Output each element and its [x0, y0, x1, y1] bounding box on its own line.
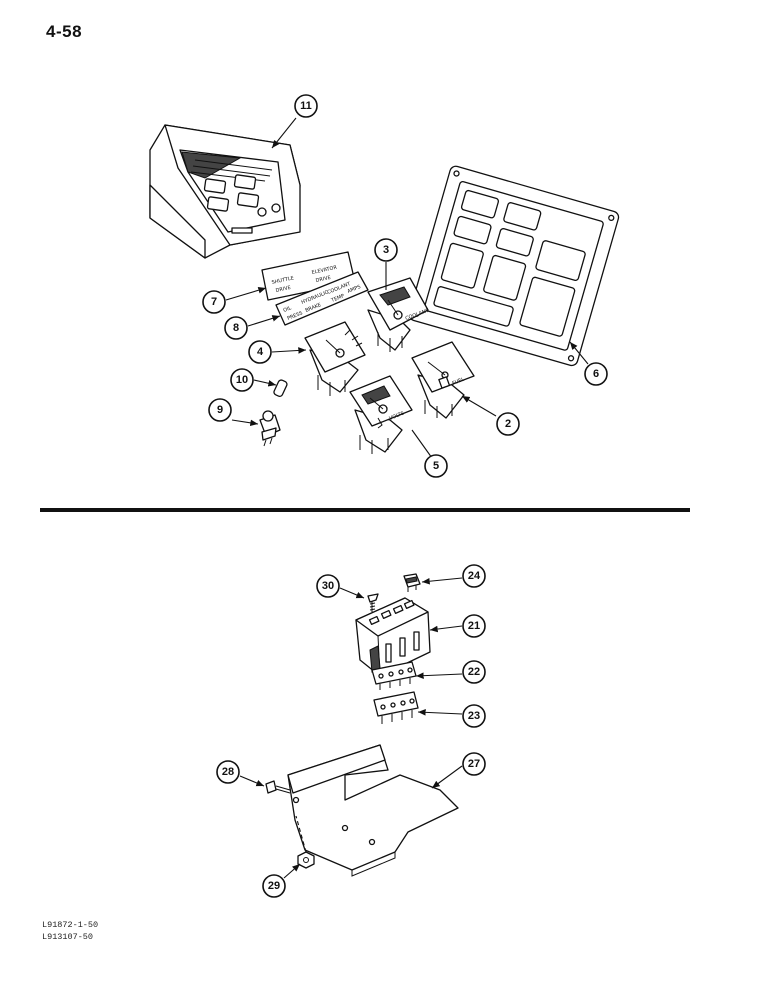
section-divider: [40, 508, 690, 512]
svg-text:6: 6: [593, 368, 599, 380]
callout-21: 21: [462, 614, 486, 638]
callout-7: 7: [202, 290, 226, 314]
decal-8: OIL PRESS HYDRAULIC BRAKE COOLANT TEMP A…: [275, 271, 369, 326]
svg-text:FUEL: FUEL: [452, 377, 466, 387]
page-number: 4-58: [46, 22, 83, 41]
callout-4: 4: [248, 340, 272, 364]
svg-text:PRESS: PRESS: [287, 310, 304, 322]
svg-text:29: 29: [268, 880, 280, 892]
svg-text:30: 30: [322, 580, 334, 592]
leader-lines: [225, 117, 589, 879]
footer-reference-2: L913107-50: [42, 932, 94, 942]
svg-text:10: 10: [236, 374, 248, 386]
svg-text:4: 4: [257, 346, 264, 358]
svg-text:9: 9: [217, 404, 223, 416]
svg-text:8: 8: [233, 322, 239, 334]
callout-3: 3: [374, 238, 398, 262]
svg-text:28: 28: [222, 766, 234, 778]
svg-text:SHUTTLE: SHUTTLE: [271, 275, 294, 286]
svg-text:7: 7: [211, 296, 217, 308]
callout-28: 28: [216, 760, 240, 784]
callout-9: 9: [208, 398, 232, 422]
gauge-3-coolant: COOLANT: [367, 277, 431, 352]
fuse-24: [403, 573, 421, 592]
gauge-4: [304, 321, 366, 396]
svg-text:TEMP: TEMP: [330, 293, 346, 304]
callout-29: 29: [262, 874, 286, 898]
indicator-lamp-9: [259, 410, 281, 447]
callout-8: 8: [224, 316, 248, 340]
monitor-housing: [149, 124, 301, 259]
svg-text:DRIVE: DRIVE: [315, 275, 331, 284]
svg-text:22: 22: [468, 666, 480, 678]
callout-2: 2: [496, 412, 520, 436]
footer-reference-1: L91872-1-50: [42, 920, 99, 930]
callout-30: 30: [316, 574, 340, 598]
svg-text:BRAKE: BRAKE: [305, 302, 323, 314]
fuse-block-21: [355, 597, 431, 677]
gauge-bezel-panel: [408, 165, 620, 367]
callout-5: 5: [424, 454, 448, 478]
screw-30: [367, 593, 379, 612]
svg-text:AMPS: AMPS: [347, 284, 362, 295]
terminals-23: [373, 691, 419, 724]
svg-text:21: 21: [468, 620, 480, 632]
svg-text:2: 2: [505, 418, 511, 430]
decal-7: SHUTTLE DRIVE ELEVATOR DRIVE: [261, 251, 356, 301]
callout-6: 6: [584, 362, 608, 386]
svg-text:27: 27: [468, 758, 480, 770]
callout-10: 10: [230, 368, 254, 392]
bolt-28: [265, 780, 291, 794]
svg-text:24: 24: [468, 570, 481, 582]
callout-24: 24: [462, 564, 486, 588]
svg-text:3: 3: [383, 244, 389, 256]
svg-text:ELEVATOR: ELEVATOR: [311, 265, 338, 276]
svg-text:5: 5: [433, 460, 439, 472]
svg-text:VOLTS: VOLTS: [389, 410, 406, 421]
callout-27: 27: [462, 752, 486, 776]
svg-text:11: 11: [300, 100, 312, 112]
gauge-5-volts: VOLTS: [349, 375, 413, 454]
callout-11: 11: [294, 94, 318, 118]
gauge-2-fuel: FUEL: [411, 341, 475, 419]
callout-23: 23: [462, 704, 486, 728]
svg-text:OIL: OIL: [283, 305, 293, 314]
callout-22: 22: [462, 660, 486, 684]
bracket-27: [287, 744, 459, 877]
svg-text:23: 23: [468, 710, 480, 722]
svg-text:DRIVE: DRIVE: [275, 285, 291, 294]
indicator-lens-10: [273, 379, 288, 398]
